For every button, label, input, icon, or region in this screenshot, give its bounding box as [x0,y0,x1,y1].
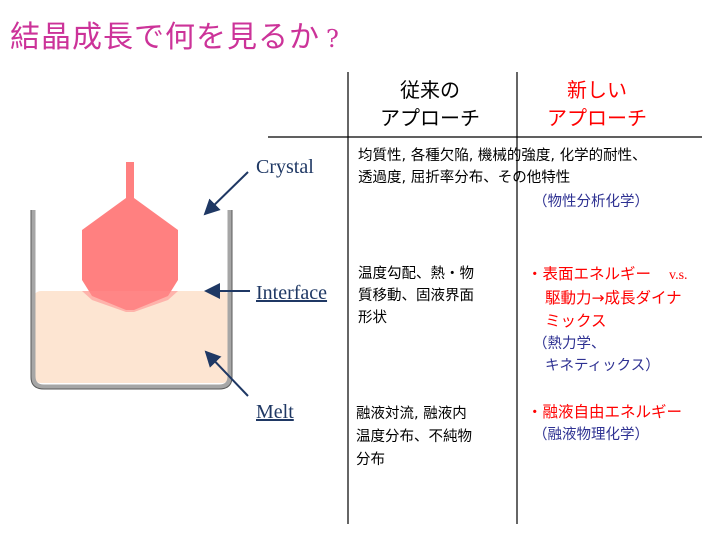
header-new-line2: アプローチ [547,106,647,130]
label-crystal: Crystal [256,156,314,178]
page-title: 結晶成長で何を見るか? [10,12,340,56]
interface-conventional: 温度勾配、熱・物 質移動、固液界面 形状 [358,263,508,329]
melt-region [33,291,230,383]
interface-new-vs: v.s. [669,268,688,283]
melt-new-line1: ・融液自由エネルギー [527,403,683,421]
arrow-melt [204,350,249,397]
crystal-new-note: （物性分析化学） [533,194,649,210]
crucible-wall [30,210,233,390]
crucible-illustration [30,162,233,390]
crystal-conventional: 均質性, 各種欠陥, 機械的強度, 化学的耐性、 透過度, 屈折率分布、その他特… [358,145,708,189]
crystal-conventional-line1: 均質性, 各種欠陥, 機械的強度, 化学的耐性、 [358,148,647,164]
arrow-crystal [203,171,249,216]
interface-conventional-line3: 形状 [358,310,387,326]
interface-new-note-line2: キネティックス） [545,358,660,374]
label-interface: Interface [256,282,328,304]
header-conventional: 従来の アプローチ [355,76,505,132]
title-text: 結晶成長で何を見るか [10,20,320,55]
interface-new: ・表面エネルギー v.s. 駆動力→成長ダイナ ミックス （熱力学、 キネティック… [527,263,719,377]
crucible-outline [30,210,233,390]
melt-conventional-line2: 温度分布、不純物 [356,429,472,445]
interface-new-note-line1: （熱力学、 [533,336,606,352]
header-conventional-line1: 従来の [400,78,460,102]
title-question-mark: ? [326,25,340,53]
interface-new-line2: 駆動力→成長ダイナ [545,289,682,307]
header-conventional-line2: アプローチ [380,106,480,130]
crystal-shape [82,162,178,310]
interface-new-line3: ミックス [545,312,607,330]
melt-new: ・融液自由エネルギー （融液物理化学） [527,401,719,446]
label-melt: Melt [256,401,294,423]
melt-conventional: 融液対流, 融液内 温度分布、不純物 分布 [356,403,511,472]
melt-new-note: （融液物理化学） [533,427,649,443]
header-new: 新しい アプローチ [522,76,672,132]
interface-conventional-line2: 質移動、固液界面 [358,288,474,304]
melt-conventional-line1: 融液対流, 融液内 [356,406,467,422]
melt-conventional-line3: 分布 [356,452,385,468]
header-new-line1: 新しい [567,78,627,102]
interface-shape [82,291,178,312]
crystal-conventional-line2: 透過度, 屈折率分布、その他特性 [358,170,571,186]
interface-new-line1-text: ・表面エネルギー [527,265,652,283]
interface-conventional-line1: 温度勾配、熱・物 [358,266,474,282]
interface-new-line1: ・表面エネルギー v.s. [527,263,719,287]
